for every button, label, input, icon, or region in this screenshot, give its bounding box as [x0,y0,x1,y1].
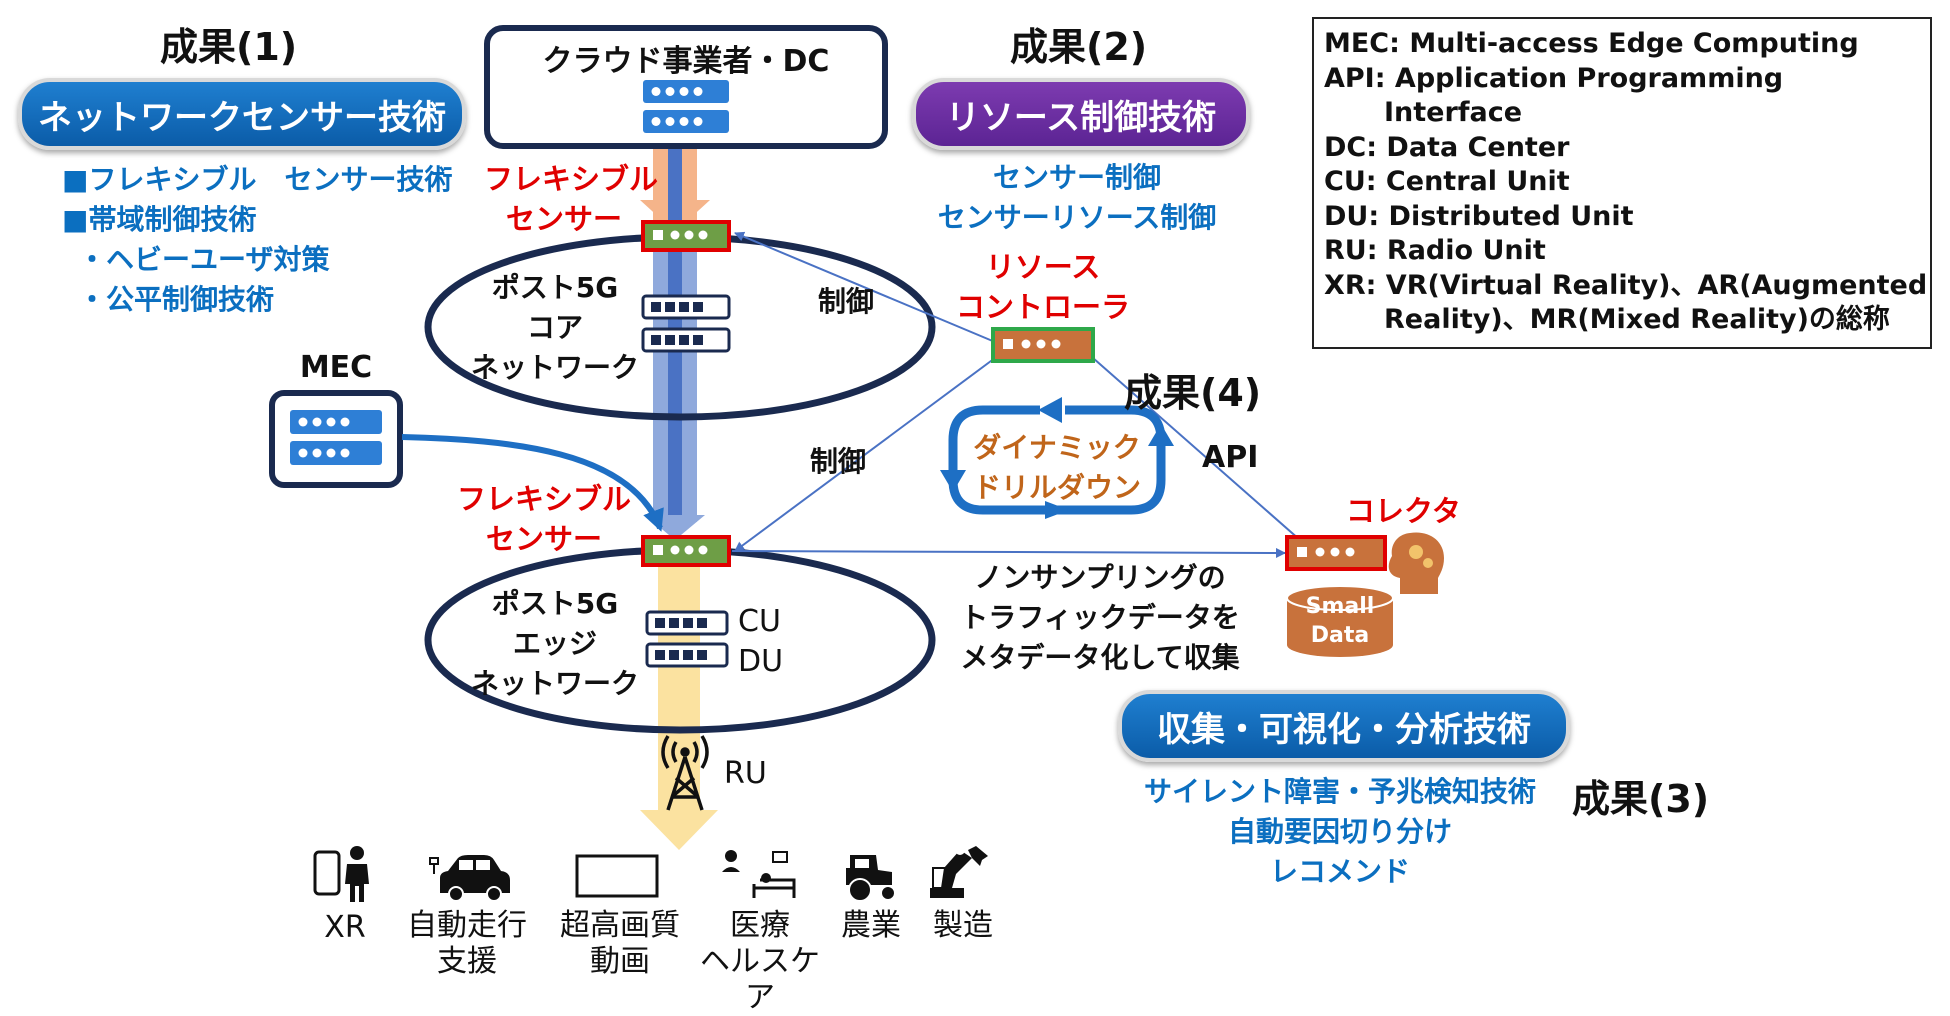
flex-sensor-bottom-label: フレキシブル [456,482,631,516]
result2-pill: リソース制御技術 [912,78,1250,150]
control-label-core: 制御 [818,285,875,318]
result3-title: 成果(3) [1572,777,1710,821]
tractor-icon [846,855,896,902]
core-server-icon [641,294,731,353]
result1-item: ■フレキシブル センサー技術 [62,163,453,196]
result1-title: 成果(1) [160,25,298,69]
ru-label: RU [724,756,767,791]
robot-arm-icon [930,845,988,898]
result2-item: センサー制御 [992,161,1161,194]
mec-to-sensor-arrow [401,434,664,532]
car-icon [429,855,510,902]
glossary-entry: Interface [1384,97,1523,128]
small-data-label: Data [1310,623,1370,648]
edge-network-label: ポスト5G [491,587,619,620]
collection-line [731,547,1286,558]
small-data-label: Small [1305,594,1375,619]
mec-server-icon [290,410,382,465]
drilldown-loop-icon [940,397,1174,519]
result1-item: ・ヘビーユーザ対策 [78,243,330,276]
flex-sensor-top-label: センサー [505,202,622,236]
glossary-box: MEC: Multi-access Edge Computing API: Ap… [1312,17,1932,349]
resource-controller-label: リソース [985,250,1101,284]
app-label-car: 自動走行 支援 [407,908,527,979]
api-label: API [1202,440,1259,475]
resource-controller-icon [991,327,1095,363]
glossary-entry: DC: Data Center [1324,131,1570,163]
glossary-entry: Reality)、MR(Mixed Reality)の総称 [1384,304,1890,335]
app-label-xr: XR [324,910,366,945]
result2-title: 成果(2) [1010,25,1148,69]
mec-box [269,390,403,488]
glossary-entry: DU: Distributed Unit [1324,200,1634,232]
app-label-manufacturing: 製造 [933,908,993,943]
glossary-entry: API: Application Programming [1324,62,1784,94]
result1-pill: ネットワークセンサー技術 [18,78,466,150]
nonsampling-caption: メタデータ化して収集 [960,641,1240,674]
glossary-entry: RU: Radio Unit [1324,235,1546,266]
result3-item: レコメンド [1269,855,1410,888]
api-line [1092,357,1301,541]
display-icon [575,854,659,898]
flex-sensor-bottom-label: センサー [485,522,602,556]
result3-item: サイレント障害・予兆検知技術 [1143,775,1536,808]
app-label-display: 超高画質 動画 [560,908,680,979]
antenna-tower-icon [661,735,709,811]
app-label-medical: 医療 ヘルスケア [700,908,820,1015]
result1-item: ・公平制御技術 [78,283,275,316]
cloud-server-icon [643,80,729,133]
flex-sensor-top-icon [641,220,731,252]
result1-item: ■帯域制御技術 [62,203,257,236]
edge-network-label: ネットワーク [470,667,639,700]
control-label-edge: 制御 [810,445,867,478]
nonsampling-caption: ノンサンプリングの [974,561,1226,594]
core-network-label: ポスト5G [491,271,619,304]
glossary-entry: MEC: Multi-access Edge Computing [1324,28,1859,59]
collector-icon [1285,535,1387,571]
drilldown-label: ドリルダウン [972,471,1141,504]
glossary-entry: XR: VR(Virtual Reality)、AR(Augmented [1324,269,1928,301]
result3-pill: 収集・可視化・分析技術 [1118,690,1570,762]
mec-label: MEC [299,350,373,385]
thinking-head-icon [1388,532,1444,594]
result3-item: 自動要因切り分け [1227,815,1452,848]
small-data-cylinder [1286,585,1394,657]
collector-label: コレクタ [1346,494,1461,528]
edge-network-label: エッジ [512,627,597,660]
du-label: DU [738,644,784,679]
control-line-core [734,231,996,343]
medical-bed-icon [722,850,796,898]
edge-server-icon [645,610,729,668]
cu-label: CU [738,604,781,639]
yellow-flow-arrowhead [640,810,718,850]
drilldown-label: ダイナミック [973,431,1141,464]
flex-sensor-bottom-icon [641,535,731,567]
core-network-label: コア [526,311,583,344]
flex-sensor-top-label: フレキシブル [484,162,659,196]
resource-controller-label: コントローラ [955,290,1130,324]
result4-title: 成果(4) [1124,371,1262,415]
yellow-flow [658,560,700,810]
cloud-label: クラウド事業者・DC [542,44,830,79]
glossary-entry: CU: Central Unit [1324,166,1570,197]
control-line-edge [734,357,996,552]
result2-item: センサーリソース制御 [937,201,1217,234]
app-label-agri: 農業 [841,908,901,943]
xr-person-icon [313,846,369,902]
nonsampling-caption: トラフィックデータを [960,601,1240,634]
core-network-label: ネットワーク [470,351,639,384]
